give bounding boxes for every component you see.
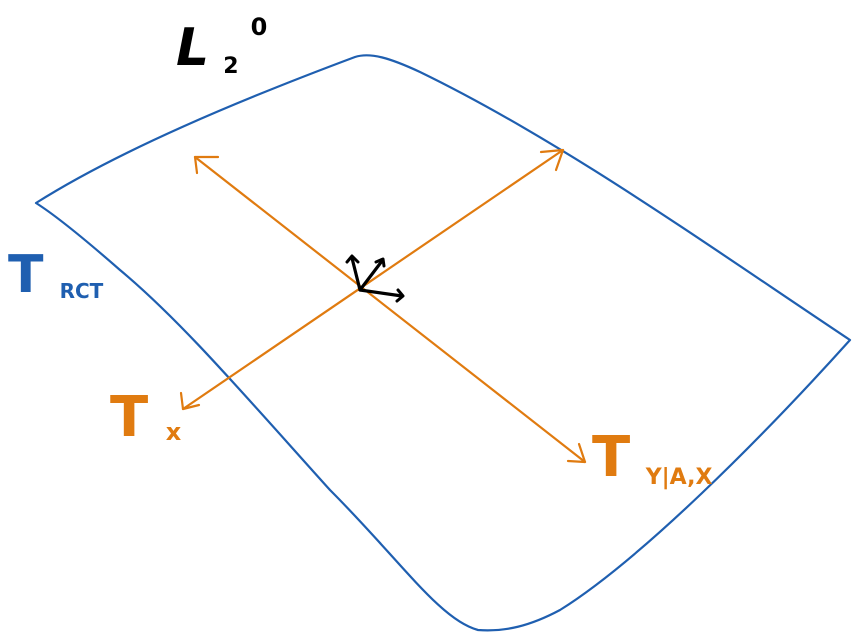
tangent-arrow-tyax: [193, 155, 587, 464]
label-tx: T x: [110, 385, 182, 450]
label-tyax-main: T: [592, 425, 630, 490]
label-space-sup: 0: [251, 13, 268, 41]
label-space: L 2 0: [176, 13, 267, 86]
label-tyax-sub: Y|A,X: [645, 465, 713, 490]
tangent-arrow-tx: [179, 148, 565, 411]
label-space-sub: 2: [223, 54, 238, 79]
label-tx-sub: x: [166, 418, 182, 446]
surface-outline: [34, 54, 852, 632]
basis-vectors-icon: [345, 254, 405, 303]
label-rct: T RCT: [8, 245, 104, 305]
label-rct-main: T: [8, 245, 44, 305]
label-space-main: L: [176, 18, 209, 78]
label-tx-main: T: [110, 385, 148, 450]
label-tyax: T Y|A,X: [592, 425, 712, 490]
label-rct-sub: RCT: [60, 279, 104, 303]
